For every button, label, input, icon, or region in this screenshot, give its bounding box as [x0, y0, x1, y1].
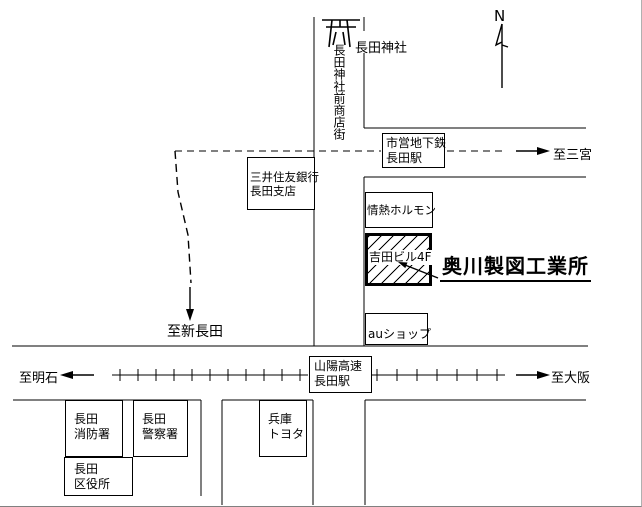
north-label: N [494, 7, 506, 25]
ward-office-box: 長田 区役所 [64, 457, 133, 496]
bank-box: 三井住友銀行 長田支店 [247, 157, 319, 210]
company-label: 奥川製図工業所 [440, 250, 591, 282]
police-station-box: 長田 警察署 [133, 400, 188, 457]
road-lines [12, 17, 588, 505]
shopping-street-label: 長田神社前商店街 [332, 44, 346, 140]
toyota-name-line1: 兵庫 [268, 412, 293, 426]
direction-to-shin-nagata: 至新長田 [167, 324, 223, 340]
ward-office-name-line1: 長田 [74, 462, 99, 476]
north-arrow-icon [494, 23, 509, 88]
railway-station-name-line2: 長田駅 [314, 374, 351, 388]
shrine-label: 長田神社 [355, 41, 408, 56]
office-building-name: 吉田ビル4F [368, 250, 433, 265]
subway-station-box: 市営地下鉄 長田駅 [382, 133, 447, 168]
railway-station-name-line1: 山陽高速 [314, 359, 363, 373]
fire-station-name-line1: 長田 [74, 412, 99, 426]
ward-office-name-line2: 区役所 [74, 477, 111, 491]
subway-dashed-line [174, 150, 504, 284]
fire-station-name-line2: 消防署 [74, 427, 111, 441]
bank-name-line2: 長田支店 [250, 183, 296, 198]
bank-name-line1: 三井住友銀行 [250, 169, 319, 184]
restaurant-box: 情熱ホルモン [365, 192, 436, 228]
railway-line [112, 369, 505, 381]
au-shop-name: auショップ [368, 327, 431, 341]
police-station-name-line1: 長田 [142, 412, 167, 426]
fire-station-box: 長田 消防署 [65, 400, 123, 457]
toyota-box: 兵庫 トヨタ [259, 400, 307, 457]
direction-to-akashi: 至明石 [19, 371, 59, 386]
office-building-box: 吉田ビル4F [365, 233, 433, 286]
subway-station-name-line2: 長田駅 [386, 151, 423, 165]
direction-to-sannomiya: 至三宮 [553, 148, 593, 163]
toyota-name-line2: トヨタ [268, 427, 305, 441]
restaurant-name: 情熱ホルモン [367, 203, 436, 217]
direction-to-osaka: 至大阪 [551, 371, 591, 386]
direction-arrows [60, 147, 550, 379]
subway-station-name-line1: 市営地下鉄 [386, 136, 447, 150]
au-shop-box: auショップ [365, 313, 431, 345]
torii-icon [322, 19, 360, 48]
railway-station-box: 山陽高速 長田駅 [309, 356, 372, 393]
police-station-name-line2: 警察署 [142, 427, 179, 441]
